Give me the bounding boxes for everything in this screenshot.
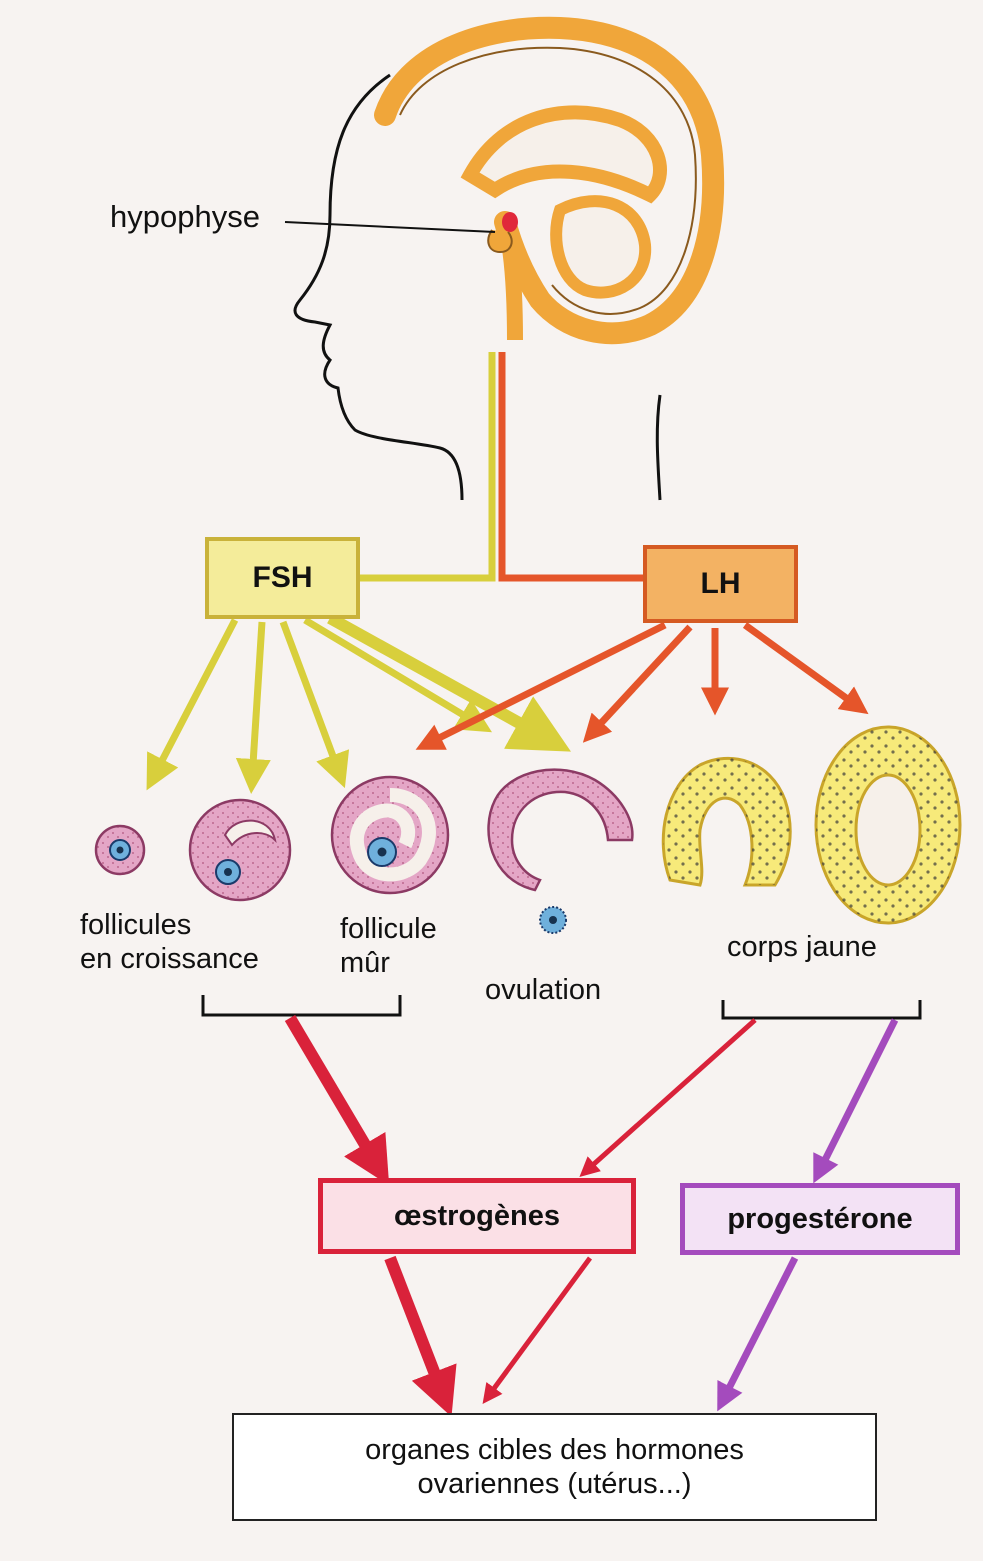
- label-hypophyse: hypophyse: [110, 199, 260, 234]
- bracket-luteal: [721, 1000, 922, 1020]
- label-corps-jaune: corps jaune: [727, 931, 877, 963]
- hypophyse-pointer-line: [284, 221, 496, 233]
- lh-box: LH: [643, 545, 798, 623]
- follicle-small: [94, 824, 146, 876]
- oestrogenes-box: œstrogènes: [318, 1178, 636, 1254]
- label-follicules-line1: follicules: [80, 909, 192, 941]
- corpus-luteum-forming: [661, 756, 792, 887]
- oestrogenes-label: œstrogènes: [394, 1199, 560, 1232]
- corpus-luteum-mature: [814, 725, 962, 925]
- fsh-box: FSH: [205, 537, 360, 619]
- follicle-mature: [330, 775, 450, 895]
- target-line1: organes cibles des hormones: [365, 1433, 744, 1466]
- pituitary-to-hormone-lines: [360, 352, 643, 582]
- label-follicules-en-croissance: follicules en croissance: [80, 909, 259, 976]
- bracket-follicular: [201, 995, 402, 1017]
- label-ovulation: ovulation: [485, 974, 602, 1006]
- fsh-label: FSH: [252, 561, 313, 594]
- label-follicule-mur-line2: mûr: [340, 946, 390, 979]
- progesterone-label: progestérone: [727, 1202, 913, 1235]
- label-follicules-line2: en croissance: [80, 942, 259, 975]
- follicle-growing: [188, 798, 292, 902]
- label-follicule-mur-line1: follicule: [340, 913, 437, 945]
- brain-cross-section: [374, 16, 725, 345]
- fsh-arrows: [146, 612, 571, 794]
- target-organs-box: organes cibles des hormones ovariennes (…: [232, 1413, 877, 1521]
- label-follicule-mur: follicule mûr: [340, 913, 437, 980]
- follicle-ruptured: [487, 768, 634, 934]
- oestrogen-arrows: [284, 1014, 757, 1417]
- progesterone-box: progestérone: [680, 1183, 960, 1255]
- head-profile: [293, 73, 662, 501]
- progesterone-arrows: [717, 1018, 899, 1412]
- lh-arrows: [415, 621, 869, 750]
- lh-label: LH: [700, 567, 741, 600]
- pituitary-gland: [487, 212, 518, 254]
- target-line2: ovariennes (utérus...): [417, 1468, 692, 1500]
